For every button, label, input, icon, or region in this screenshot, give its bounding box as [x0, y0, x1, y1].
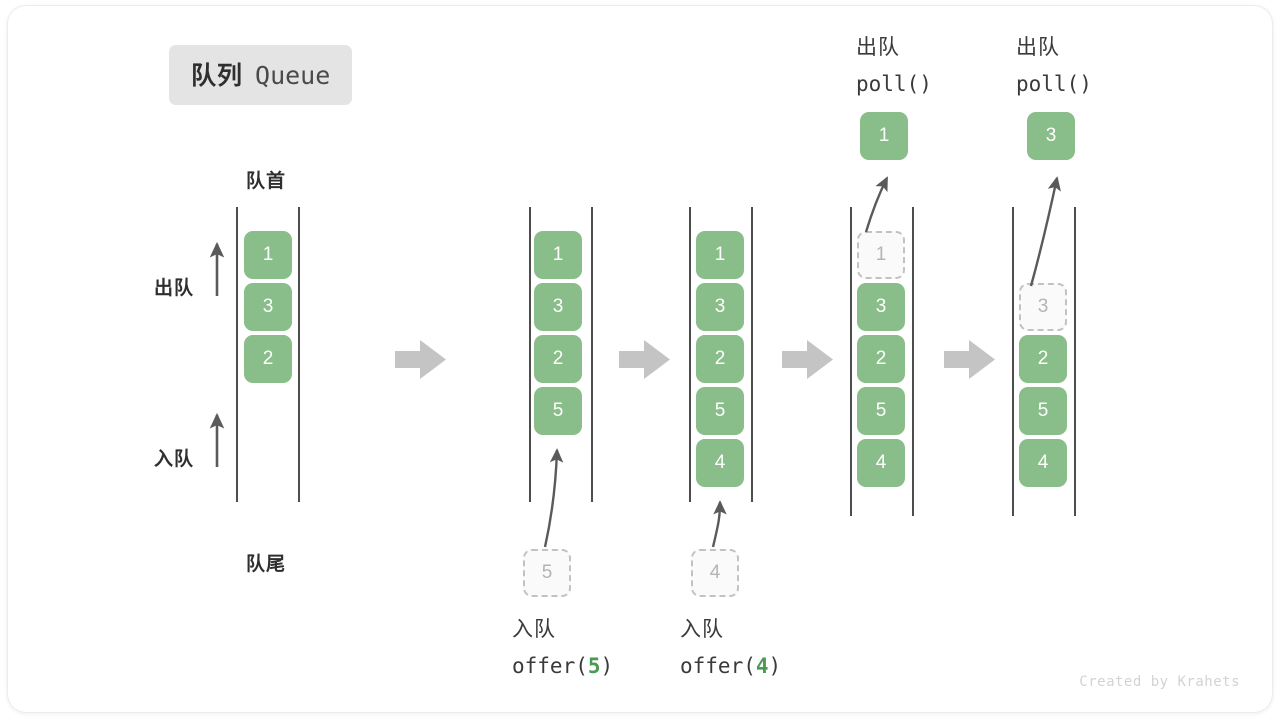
op-code-arg: 5 [587, 654, 601, 678]
queue-rail-right-4 [912, 207, 914, 516]
operation-label-cn: 入队 [512, 618, 556, 641]
operation-label-cn: 入队 [680, 618, 724, 641]
queue-cell: 3 [696, 283, 744, 331]
queue-cell: 2 [857, 335, 905, 383]
op-code-suffix: ) [919, 72, 932, 96]
queue-rail-right-1 [298, 207, 300, 502]
queue-cell: 1 [534, 231, 582, 279]
operation-label-offer-5: 入队 offer(5) [512, 612, 613, 684]
popped-value-cell: 1 [860, 112, 908, 160]
queue-rail-left-3 [689, 207, 691, 502]
op-code-suffix: ) [768, 654, 782, 678]
operation-label-offer-4: 入队 offer(4) [680, 612, 781, 684]
queue-cell: 3 [244, 283, 292, 331]
removed-value-ghost: 1 [857, 231, 905, 279]
label-queue-tail: 队尾 [246, 554, 287, 575]
step-arrow-3 [782, 340, 833, 379]
queue-rail-right-2 [591, 207, 593, 502]
op-code-prefix: offer( [680, 654, 756, 678]
operation-label-cn: 出队 [1016, 36, 1060, 59]
queue-rail-right-3 [751, 207, 753, 502]
incoming-value-ghost: 4 [691, 549, 739, 597]
queue-cell: 5 [696, 387, 744, 435]
enqueue-arrow-4 [711, 500, 727, 548]
op-code-prefix: poll( [856, 72, 920, 96]
operation-label-code: poll() [856, 66, 932, 102]
op-code-prefix: poll( [1016, 72, 1080, 96]
diagram-card: 队列 Queue 队首 队尾 出队 入队 1 3 2 1 3 2 5 5 入队 … [8, 6, 1272, 712]
operation-label-code: poll() [1016, 66, 1092, 102]
queue-cell: 4 [857, 439, 905, 487]
queue-cell: 1 [696, 231, 744, 279]
title-en: Queue [255, 61, 331, 90]
queue-cell: 4 [1019, 439, 1067, 487]
queue-rail-left-5 [1012, 207, 1014, 516]
operation-label-cn: 出队 [856, 36, 900, 59]
queue-cell: 3 [857, 283, 905, 331]
operation-label-poll-3: 出队 poll() [1016, 30, 1092, 102]
arrows-overlay [209, 176, 1061, 548]
step-arrow-2 [619, 340, 670, 379]
queue-rail-left-4 [850, 207, 852, 516]
queue-cell: 1 [244, 231, 292, 279]
poll-arrow-3 [1029, 176, 1061, 287]
queue-rail-left-2 [529, 207, 531, 502]
title-badge: 队列 Queue [169, 45, 353, 105]
operation-label-code: offer(5) [512, 648, 613, 684]
operation-label-poll-1: 出队 poll() [856, 30, 932, 102]
diagram-stage: 队列 Queue 队首 队尾 出队 入队 1 3 2 1 3 2 5 5 入队 … [8, 6, 1272, 712]
enqueue-arrow-5 [543, 448, 564, 548]
queue-cell: 3 [534, 283, 582, 331]
queue-cell: 2 [534, 335, 582, 383]
step-arrow-1 [395, 340, 446, 379]
label-dequeue-side: 出队 [154, 278, 195, 299]
queue-cell-new: 4 [696, 439, 744, 487]
queue-rail-left-1 [236, 207, 238, 502]
operation-label-code: offer(4) [680, 648, 781, 684]
footer-credit: Created by Krahets [1079, 674, 1240, 690]
incoming-value-ghost: 5 [523, 549, 571, 597]
op-code-suffix: ) [1079, 72, 1092, 96]
label-queue-head: 队首 [246, 171, 287, 192]
queue-rail-right-5 [1074, 207, 1076, 516]
queue-cell: 2 [696, 335, 744, 383]
title-cn: 队列 [191, 62, 244, 90]
step-arrow-4 [944, 340, 995, 379]
op-code-prefix: offer( [512, 654, 588, 678]
op-code-arg: 4 [755, 654, 769, 678]
queue-cell: 5 [1019, 387, 1067, 435]
queue-cell: 2 [244, 335, 292, 383]
queue-cell: 5 [857, 387, 905, 435]
label-enqueue-side: 入队 [154, 449, 195, 470]
removed-value-ghost: 3 [1019, 283, 1067, 331]
op-code-suffix: ) [600, 654, 614, 678]
poll-arrow-1 [864, 176, 889, 233]
popped-value-cell: 3 [1027, 112, 1075, 160]
queue-cell-new: 5 [534, 387, 582, 435]
queue-cell: 2 [1019, 335, 1067, 383]
